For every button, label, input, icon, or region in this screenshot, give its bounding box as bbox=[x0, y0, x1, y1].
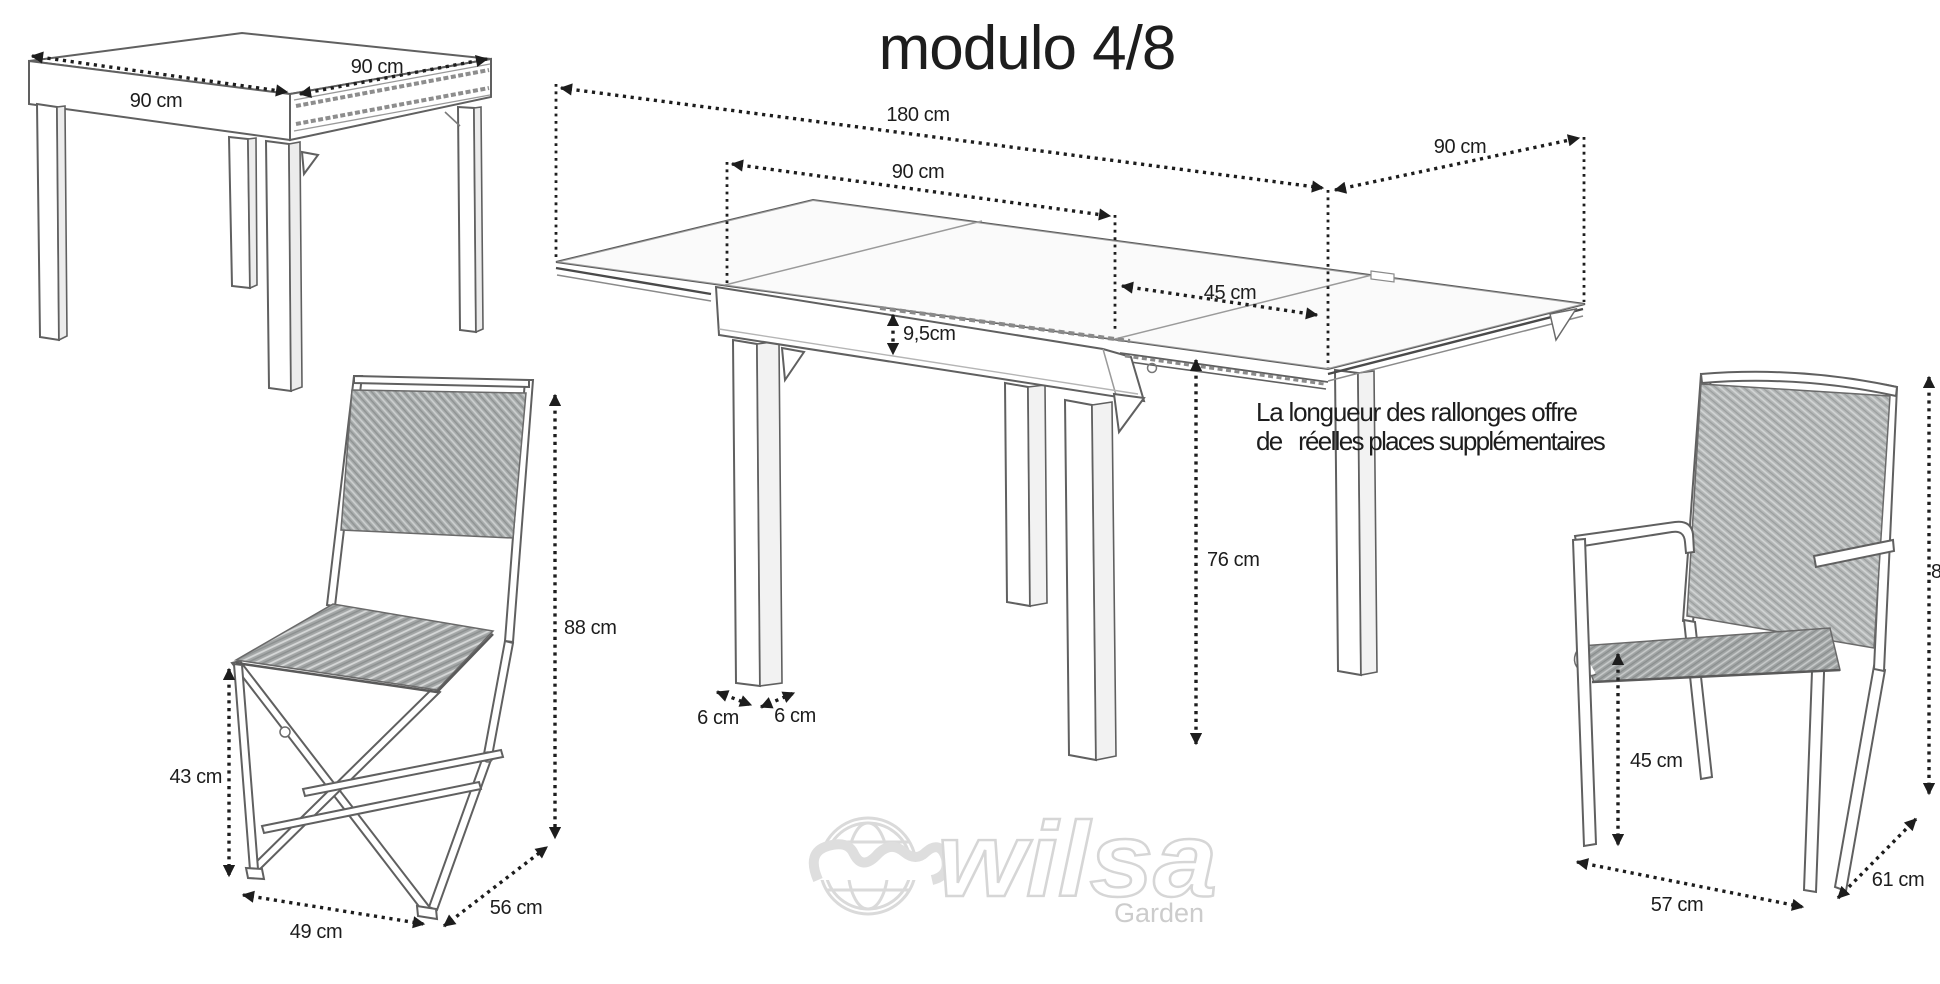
svg-text:88 cm: 88 cm bbox=[564, 617, 616, 639]
svg-text:6 cm: 6 cm bbox=[697, 707, 739, 729]
svg-text:6 cm: 6 cm bbox=[774, 705, 816, 727]
svg-text:45 cm: 45 cm bbox=[1630, 750, 1682, 772]
svg-text:wilsa: wilsa bbox=[937, 801, 1217, 919]
svg-text:56 cm: 56 cm bbox=[490, 897, 542, 919]
svg-text:45 cm: 45 cm bbox=[1204, 282, 1256, 304]
svg-text:modulo 4/8: modulo 4/8 bbox=[879, 14, 1176, 83]
svg-text:90 cm: 90 cm bbox=[1434, 136, 1486, 158]
svg-text:88: 88 bbox=[1931, 561, 1940, 583]
svg-text:43 cm: 43 cm bbox=[170, 766, 222, 788]
svg-text:90 cm: 90 cm bbox=[130, 90, 182, 112]
svg-text:Garden: Garden bbox=[1114, 898, 1204, 928]
svg-text:61 cm: 61 cm bbox=[1872, 869, 1924, 891]
svg-text:de réelles places supplément: de réelles places supplémentaires bbox=[1256, 426, 1606, 456]
svg-text:9,5cm: 9,5cm bbox=[903, 323, 955, 345]
svg-text:180 cm: 180 cm bbox=[886, 104, 949, 126]
svg-text:76 cm: 76 cm bbox=[1207, 549, 1259, 571]
svg-text:La longueur des rallonges offr: La longueur des rallonges offre bbox=[1256, 397, 1578, 427]
svg-text:90 cm: 90 cm bbox=[351, 56, 403, 78]
svg-text:49 cm: 49 cm bbox=[290, 921, 342, 943]
svg-text:90 cm: 90 cm bbox=[892, 161, 944, 183]
svg-text:57 cm: 57 cm bbox=[1651, 894, 1703, 916]
